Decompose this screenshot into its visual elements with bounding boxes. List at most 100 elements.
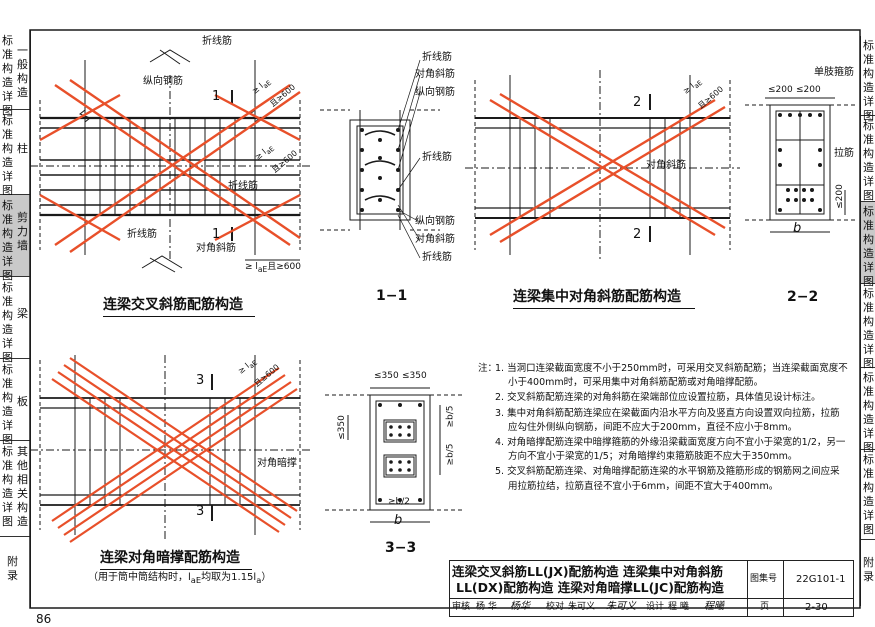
tb-page-label: 页 [760,602,770,612]
left-tab-general[interactable]: 标准构造详图 一般构造 [0,30,30,117]
jx-anchor-bottom-tail: 且≥600 [267,262,301,272]
tb-checker: 朱可义 [568,602,596,612]
jc-brace-bars [51,357,298,543]
right-tab-7-label: 附录 [863,556,874,583]
right-tab-2[interactable]: 标准构造详图 [861,116,875,202]
jx-label-zhexian-top: 折线筋 [202,36,232,47]
tb-review-sign: 杨华 [510,601,530,612]
right-tab-1[interactable]: 标准构造详图 [861,36,875,122]
tb-check-sign: 朱可义 [606,601,636,612]
left-tab-shearwall-label: 标准构造详图 [2,199,13,282]
sec33-dim-b2: ≥b/2 [388,497,411,507]
left-tab-appendix[interactable]: 附录 [0,537,30,608]
right-tab-7[interactable]: 附录 [861,540,875,606]
right-tab-6-label: 标准构造详图 [863,453,874,536]
sec22-dim-200-c: ≤200 [834,184,845,209]
left-tab-other-sub: 其他相关构造 [17,445,28,528]
drawing-frame [29,29,861,609]
tb-designer: 程 曦 [668,602,689,612]
sec22-diagram [745,97,855,233]
jx-title: 连梁交叉斜筋配筋构造 [103,297,243,313]
notes-block: 注： 1. 当洞口连梁截面宽度不小于250mm时，可采用交叉斜筋配筋；当连梁截面… [478,362,848,495]
left-tab-column-label: 标准构造详图 [2,114,13,197]
left-tab-column-sub: 柱 [17,142,28,155]
right-tab-3-label: 标准构造详图 [863,205,874,288]
dx-section-2-top: 2 [633,95,642,110]
sec11-label-zhexian-2: 折线筋 [422,152,452,163]
right-tab-3[interactable]: 标准构造详图 [861,202,875,288]
dx-diagram [465,70,740,260]
right-tab-4[interactable]: 标准构造详图 [861,284,875,370]
left-tab-other-label: 标准构造详图 [2,445,13,528]
jc-note-sub: aE [190,575,202,585]
left-tab-general-label: 标准构造详图 [2,34,13,117]
jx-label-zhexian-low: 折线筋 [127,229,157,240]
jx-anchor-bottom: ≥ laE且≥600 [245,262,301,274]
note-2: 2. 交叉斜筋配筋连梁的对角斜筋在梁端部位应设置拉筋，具体值见设计标注。 [495,392,821,404]
jx-label-zhexian-mid: 折线筋 [228,181,258,192]
sec22-bars [778,113,822,212]
jx-cross-bars [39,79,301,253]
right-tab-6[interactable]: 标准构造详图 [861,450,875,540]
left-tab-shearwall-sub: 剪力墙 [17,211,28,252]
tb-title-line2: LL(DX)配筋构造 连梁对角暗撑LL(JC)配筋构造 [456,580,724,595]
left-tab-slab-sub: 板 [17,395,28,408]
sec33-bars [378,403,422,502]
left-tab-beam[interactable]: 标准构造详图 梁 [0,277,30,364]
notes-header: 注： [478,363,498,374]
jc-title-note: （用于筒中筒结构时，laE均取为1.15la） [88,572,271,585]
tb-title-line1: 连梁交叉斜筋LL(JX)配筋构造 连梁集中对角斜筋 [452,564,723,579]
jc-note-sub2: a [256,575,262,585]
sec22-label-lajin: 拉筋 [834,148,854,159]
tb-design-label: 设计 [646,602,665,612]
sec33-dim-350-b: ≤350 [402,371,427,381]
sec11-title: 1−1 [376,288,408,304]
right-tab-5-label: 标准构造详图 [863,371,874,454]
dx-label-duijiao: 对角斜筋 [646,160,686,171]
sec22-dim-200-a: ≤200 [768,85,793,95]
sec22-label-zhijin: 单肢箍筋 [814,67,854,78]
jx-anchor-bottom-text: ≥ l [245,262,258,272]
tb-design-sign: 程曦 [704,601,724,612]
left-tab-slab[interactable]: 标准构造详图 板 [0,359,30,446]
dx-section-2-bottom: 2 [633,227,642,242]
sec11-label-zhexian-1: 折线筋 [422,52,452,63]
tb-atlas-label: 图集号 [750,574,778,584]
note-5: 5. 交叉斜筋配筋连梁、对角暗撑配筋连梁的水平钢筋及箍筋形成的钢筋网之间应采用拉… [495,466,840,492]
right-tab-5[interactable]: 标准构造详图 [861,368,875,454]
sec11-label-duijiao-2: 对角斜筋 [415,234,455,245]
jx-section-1-top: 1 [212,89,221,104]
right-tab-1-label: 标准构造详图 [863,39,874,122]
left-tab-other[interactable]: 标准构造详图 其他相关构造 [0,441,30,537]
left-tab-general-sub: 一般构造 [17,44,28,99]
sec33-dim-b: b [394,513,403,528]
left-tab-shearwall[interactable]: 标准构造详图 剪力墙 [0,195,30,282]
tb-vline-1 [747,561,748,616]
sec11-label-zongxiang-1: 纵向钢筋 [415,87,455,98]
jc-section-3-top: 3 [196,373,205,388]
left-tab-column-item[interactable]: 标准构造详图 柱 [0,110,30,197]
tb-reviewer: 杨 华 [476,602,497,612]
note-3: 3. 集中对角斜筋配筋连梁应在梁截面内沿水平方向及竖直方向设置双向拉筋，拉筋应勾… [495,407,840,433]
right-tab-4-label: 标准构造详图 [863,287,874,370]
jx-label-duijiao: 对角斜筋 [196,243,236,254]
tb-review-label: 审核 [452,602,471,612]
jc-label-anchen: 对角暗撑 [257,458,297,469]
jc-note-a: （用于筒中筒结构时，l [88,572,191,583]
sec11-label-zhexian-3: 折线筋 [422,252,452,263]
right-tab-2-label: 标准构造详图 [863,119,874,202]
sec22-dim-b: b [793,221,802,236]
dx-title-underline [513,308,695,309]
page-number: 86 [36,612,52,626]
tb-vline-2 [783,561,784,616]
sec22-dim-200-b: ≤200 [796,85,821,95]
sec11-label-duijiao-1: 对角斜筋 [415,69,455,80]
left-tab-beam-sub: 梁 [17,307,28,320]
jc-section-3-bottom: 3 [196,504,205,519]
note-4: 4. 对角暗撑配筋连梁中暗撑箍筋的外缘沿梁截面宽度方向不宜小于梁宽的1/2，另一… [495,437,846,463]
sec11-diagram [320,109,440,231]
jc-note-b: 均取为1.15l [201,572,257,583]
sec33-title: 3−3 [385,540,417,556]
tb-atlas-no: 22G101-1 [796,574,846,585]
title-block: 连梁交叉斜筋LL(JX)配筋构造 连梁集中对角斜筋 LL(DX)配筋构造 连梁对… [449,560,854,617]
